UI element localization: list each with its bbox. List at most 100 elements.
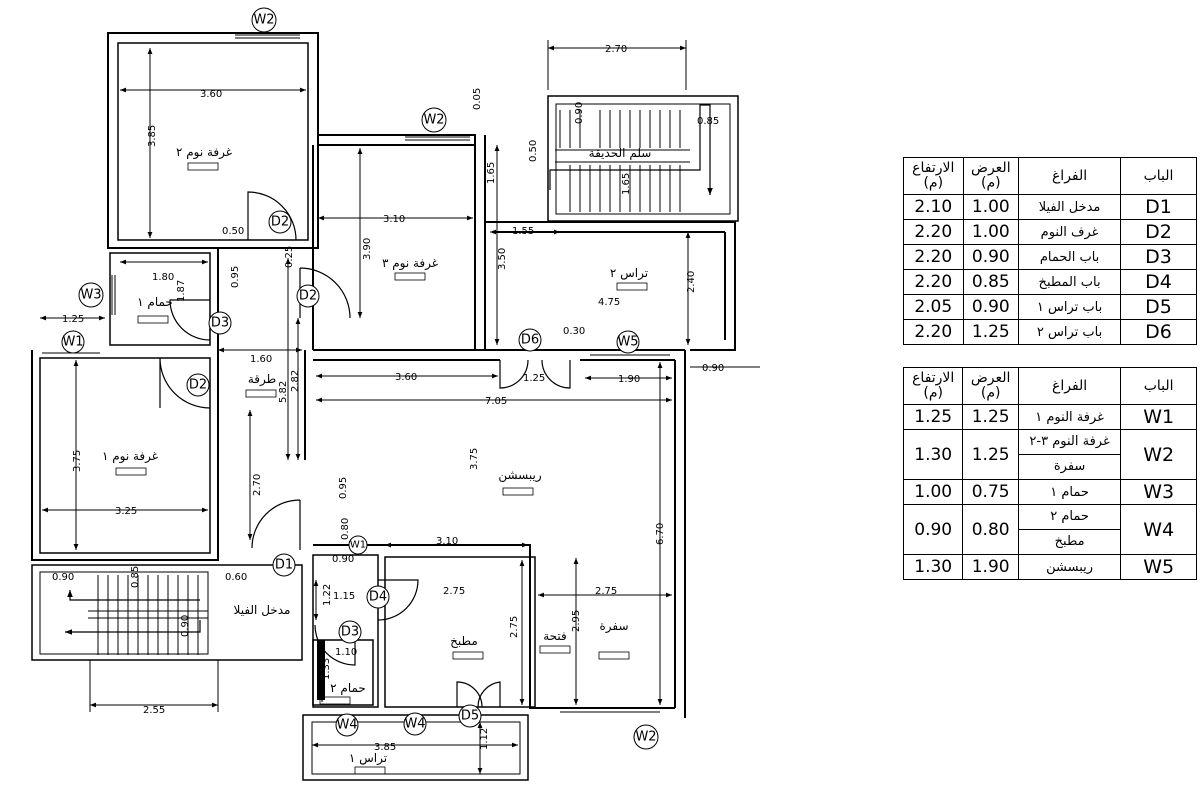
dim-060: 0.60: [225, 572, 247, 583]
table-row: 1.00 0.75 حمام ١ W3: [902, 479, 1197, 505]
dim-050-a: 0.50: [528, 140, 539, 162]
cell-width: 1.00: [962, 219, 1020, 245]
tag-d3-b: D3: [341, 625, 359, 640]
tag-w5: W5: [617, 335, 638, 350]
stair-arrows: [65, 104, 713, 635]
cell-code: W3: [1120, 479, 1197, 505]
dim-050-b: 0.50: [222, 226, 244, 237]
dim-090-r: 0.90: [702, 363, 724, 374]
cell-height: 2.20: [903, 319, 964, 345]
room-bedroom2: غرفة نوم ٢: [176, 145, 232, 160]
col-space: الفراغ: [1017, 367, 1122, 405]
door-schedule-table: الارتفاع (م) العرض (م) الفراغ الباب 2.10…: [903, 157, 1198, 345]
table-row: 2.20 0.90 باب الحمام D3: [903, 244, 1198, 270]
cell-height: 2.10: [903, 194, 964, 220]
dim-275-s: 2.75: [595, 586, 617, 597]
room-bath2: حمام ٢: [330, 681, 366, 695]
cell-width: 1.25: [962, 429, 1019, 480]
dim-180: 1.80: [152, 272, 174, 283]
dim-122: 1.22: [322, 584, 333, 606]
dim-360-r: 3.60: [395, 372, 417, 383]
cell-space: غرفة النوم ٣-٢ سفرة: [1017, 429, 1122, 480]
table-row: 0.90 0.80 حمام ٢ مطبخ W4: [902, 504, 1197, 555]
dim-155: 1.55: [512, 226, 534, 237]
dim-165-a: 1.65: [486, 162, 497, 184]
table-row: 1.25 1.25 غرفة النوم ١ W1: [902, 404, 1197, 430]
dim-310-k: 3.10: [436, 536, 458, 547]
tag-w2-top: W2: [253, 13, 274, 28]
dim-670: 6.70: [655, 523, 666, 545]
cell-space: باب تراس ٢: [1018, 319, 1121, 345]
table-row: 2.20 1.00 غرف النوم D2: [903, 219, 1198, 245]
tag-w1: W1: [62, 335, 83, 350]
cell-height: 1.30: [902, 429, 964, 480]
dim-085: 0.85: [697, 116, 719, 127]
dim-310-b3: 3.10: [383, 214, 405, 225]
tag-w2-bot: W2: [635, 730, 656, 745]
dim-133: 1.33: [321, 658, 332, 680]
col-height: الارتفاع (م): [903, 157, 964, 195]
floor-plan: غرفة نوم ٢ غرفة نوم ٣ غرفة نوم ١ حمام ١ …: [31, 7, 760, 781]
room-bath1: حمام ١: [137, 295, 173, 309]
dim-187: 1.87: [176, 280, 187, 302]
room-terrace2: تراس ٢: [610, 266, 648, 281]
dim-275-k: 2.75: [443, 586, 465, 597]
dim-240: 2.40: [686, 271, 697, 293]
dim-110: 1.10: [335, 647, 357, 658]
dim-095-a: 0.95: [230, 266, 241, 288]
cell-height: 1.00: [902, 479, 964, 505]
window-schedule-table: الارتفاع (م) العرض (م) الفراغ الباب 1.25…: [902, 367, 1197, 580]
room-bedroom3: غرفة نوم ٣: [382, 256, 438, 271]
tag-w1-k: W1: [350, 540, 366, 551]
dim-350: 3.50: [497, 248, 508, 270]
cell-space: حمام ٢ مطبخ: [1017, 504, 1122, 555]
dim-030: 0.30: [563, 326, 585, 337]
tag-circles: [61, 7, 659, 750]
cell-space: مدخل الفيلا: [1018, 194, 1121, 220]
tag-w4-a: W4: [336, 718, 357, 733]
cell-space-line: حمام ٢: [1050, 509, 1089, 524]
cell-space-line: غرفة النوم ٣-٢: [1029, 434, 1110, 449]
tag-d5: D5: [461, 709, 479, 724]
cell-code: D2: [1119, 219, 1198, 245]
cell-code: D3: [1119, 244, 1198, 270]
stair-treads: [88, 110, 690, 655]
cell-space: باب الحمام: [1018, 244, 1121, 270]
dim-190: 1.90: [618, 374, 640, 385]
dim-282: 2.82: [290, 370, 301, 392]
room-reception: ريبسشن: [498, 468, 542, 483]
cell-width: 0.80: [962, 504, 1019, 555]
cell-code: W5: [1120, 554, 1197, 580]
room-opening: فتحة: [543, 629, 567, 643]
dim-375-r: 3.75: [469, 448, 480, 470]
cell-space: باب المطبخ: [1018, 269, 1121, 295]
dim-390: 3.90: [362, 238, 373, 260]
cell-code: D6: [1119, 319, 1198, 345]
dim-160: 1.60: [250, 354, 272, 365]
col-space: الفراغ: [1018, 157, 1121, 195]
cell-height: 0.90: [902, 504, 964, 555]
cell-space: غرف النوم: [1018, 219, 1121, 245]
dim-255: 2.55: [143, 705, 165, 716]
table-row: 1.30 1.90 ريبسشن W5: [902, 554, 1197, 580]
cell-height: 2.05: [903, 294, 964, 320]
dim-475: 4.75: [598, 297, 620, 308]
dim-705: 7.05: [485, 396, 507, 407]
cell-space-line: مطبخ: [1018, 529, 1121, 554]
dimension-lines: [40, 40, 760, 774]
col-code: الباب: [1120, 367, 1197, 405]
dim-125-w: 1.25: [62, 314, 84, 325]
room-corridor: طرقة: [248, 372, 276, 387]
door-table-header: الارتفاع (م) العرض (م) الفراغ الباب: [903, 157, 1198, 195]
dim-385-b2: 3.85: [147, 125, 158, 147]
cell-width: 1.00: [962, 194, 1020, 220]
tag-d2-a: D2: [271, 215, 289, 230]
cell-height: 1.30: [902, 554, 964, 580]
col-width: العرض (م): [962, 367, 1019, 405]
cell-height: 2.20: [903, 219, 964, 245]
cell-width: 1.90: [962, 554, 1019, 580]
dim-112: 1.12: [479, 728, 490, 750]
dim-165-b: 1.65: [621, 173, 632, 195]
tag-d4: D4: [369, 590, 387, 605]
cell-width: 0.90: [962, 294, 1020, 320]
